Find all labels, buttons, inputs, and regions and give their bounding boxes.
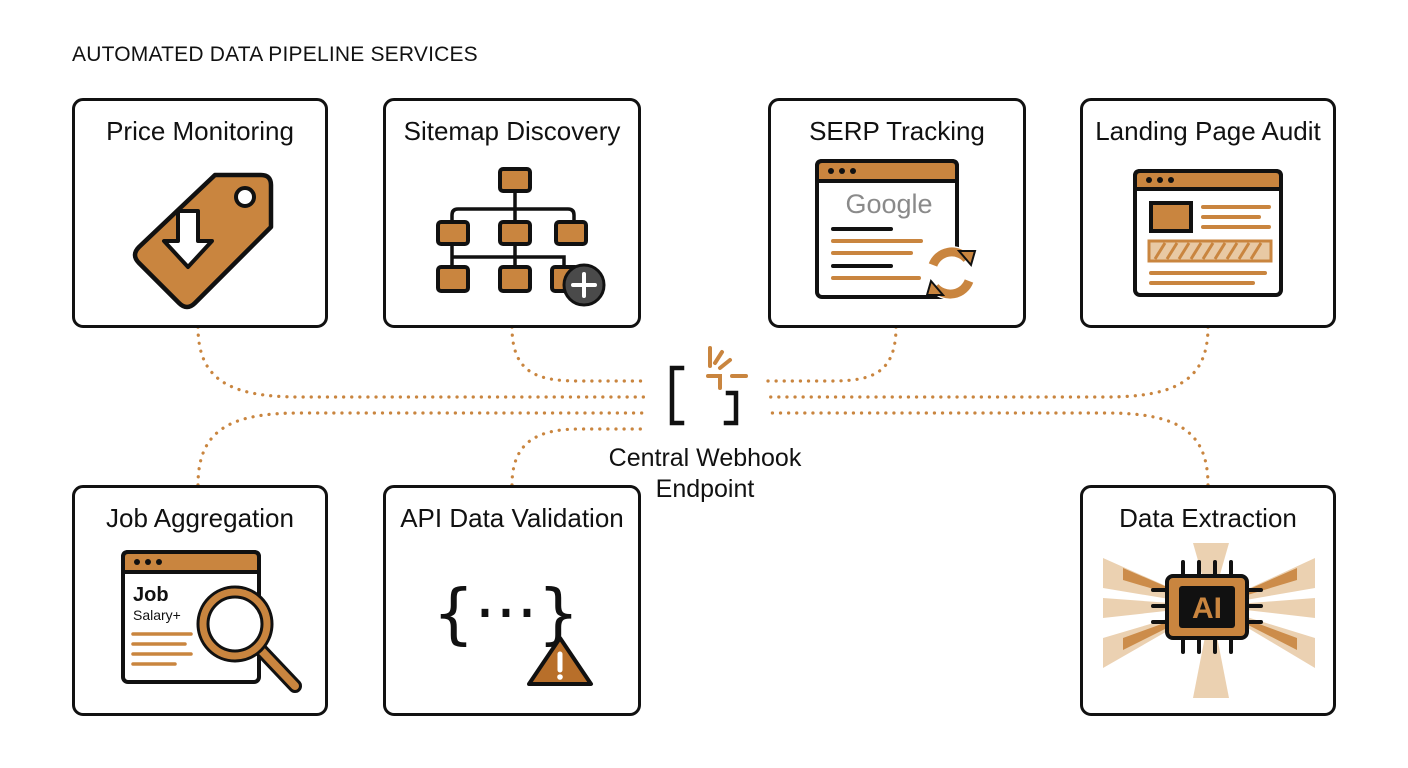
- json-braces-warning-icon: {···}: [433, 575, 593, 686]
- job-listing-magnifier-icon: Job Salary+: [121, 550, 302, 693]
- card-title: Landing Page Audit: [1095, 116, 1321, 146]
- card-title: Job Aggregation: [106, 503, 294, 533]
- card-title: SERP Tracking: [809, 116, 985, 146]
- landing-page-layout-icon: [1133, 169, 1283, 297]
- price-monitoring-card[interactable]: Price Monitoring: [72, 98, 328, 328]
- ai-chip-text: AI: [1192, 592, 1222, 625]
- ai-chip-icon: AI: [1103, 543, 1315, 698]
- sitemap-tree-plus-icon: [436, 167, 606, 307]
- hub-label-line2: Endpoint: [655, 475, 755, 503]
- connector-job: [196, 411, 647, 487]
- price-tag-down-arrow-icon: [132, 172, 274, 310]
- card-title: Data Extraction: [1119, 503, 1297, 533]
- connector-sitemap: [510, 325, 647, 383]
- sitemap-discovery-card[interactable]: Sitemap Discovery: [383, 98, 641, 328]
- landing-page-audit-card[interactable]: Landing Page Audit: [1080, 98, 1336, 328]
- job-aggregation-card[interactable]: Job Aggregation Job Salary+: [72, 485, 328, 716]
- webhook-bracket-icon: [660, 338, 760, 438]
- salary-label: Salary+: [133, 607, 181, 623]
- data-extraction-card[interactable]: Data Extraction AI: [1080, 485, 1336, 716]
- page-title: AUTOMATED DATA PIPELINE SERVICES: [72, 43, 478, 66]
- hub-label-line1: Central Webhook: [608, 444, 802, 472]
- api-data-validation-card[interactable]: API Data Validation {···}: [383, 485, 641, 716]
- braces-glyph: {···}: [433, 575, 580, 652]
- card-title: Sitemap Discovery: [403, 116, 621, 146]
- google-logo-text: Google: [845, 189, 932, 219]
- card-title: API Data Validation: [400, 503, 624, 533]
- connector-price: [196, 325, 647, 399]
- serp-tracking-card[interactable]: SERP Tracking Google: [768, 98, 1026, 328]
- card-title: Price Monitoring: [106, 116, 294, 146]
- connector-api: [510, 427, 647, 487]
- job-label: Job: [133, 584, 169, 606]
- connector-extract: [763, 411, 1210, 487]
- hub-label: Central Webhook Endpoint: [590, 443, 820, 505]
- connector-landing: [763, 325, 1210, 399]
- connector-serp: [763, 325, 898, 383]
- search-results-refresh-icon: Google: [815, 159, 978, 300]
